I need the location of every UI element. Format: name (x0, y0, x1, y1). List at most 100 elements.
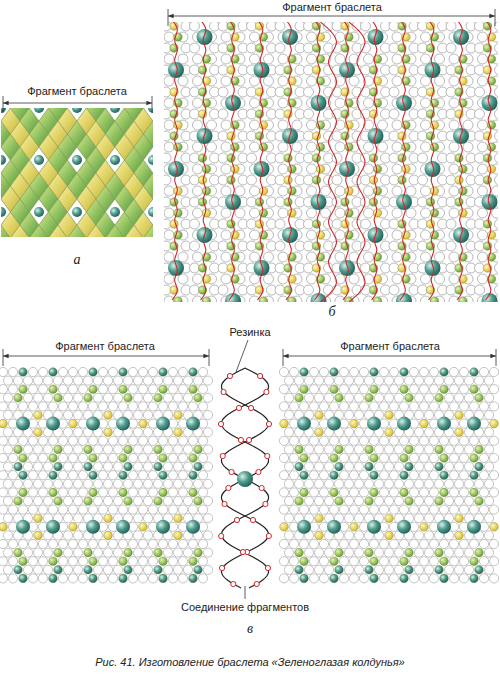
colored-bead (455, 428, 464, 437)
white-bead (409, 453, 418, 462)
white-bead (444, 445, 453, 454)
white-bead (78, 488, 87, 497)
white-bead (138, 574, 147, 583)
white-bead (484, 393, 493, 402)
white-bead (73, 462, 82, 471)
colored-bead (194, 445, 203, 454)
white-bead (63, 376, 72, 385)
white-bead (344, 531, 353, 540)
white-bead (479, 367, 488, 376)
white-bead (449, 54, 459, 64)
white-bead (459, 488, 468, 497)
white-bead (73, 496, 82, 505)
large-bead (110, 155, 120, 165)
white-bead (3, 428, 12, 437)
white-bead (389, 109, 399, 119)
white-bead (344, 514, 353, 523)
white-bead (374, 548, 383, 557)
white-bead (48, 402, 57, 411)
white-bead (168, 539, 177, 548)
colored-bead (119, 471, 128, 480)
white-bead (73, 428, 82, 437)
colored-bead (174, 187, 182, 195)
white-bead (178, 471, 187, 480)
colored-bead (194, 566, 203, 575)
white-bead (475, 87, 485, 97)
colored-bead (170, 198, 178, 206)
white-bead (307, 252, 317, 262)
white-bead (459, 505, 468, 514)
white-bead (324, 548, 333, 557)
white-bead (421, 32, 431, 42)
white-bead (28, 453, 37, 462)
white-bead (332, 87, 342, 97)
colored-bead (34, 514, 43, 523)
white-bead (38, 505, 47, 514)
white-bead (304, 65, 314, 75)
white-bead (374, 393, 383, 402)
white-bead (203, 410, 212, 419)
white-bead (221, 252, 231, 262)
white-bead (329, 436, 338, 445)
colored-bead (300, 488, 309, 497)
white-bead (389, 263, 399, 273)
colored-bead (288, 187, 296, 195)
white-bead (464, 548, 473, 557)
white-bead (218, 153, 228, 163)
white-bead (63, 445, 72, 454)
white-bead (289, 367, 298, 376)
white-bead (414, 479, 423, 488)
large-bead (282, 29, 298, 45)
white-bead (484, 548, 493, 557)
white-bead (446, 22, 456, 31)
white-bead (424, 462, 433, 471)
white-bead (78, 367, 87, 376)
colored-bead (189, 488, 198, 497)
white-bead (193, 76, 203, 86)
white-bead (414, 393, 423, 402)
white-bead (193, 479, 202, 488)
colored-bead (104, 531, 113, 540)
colored-bead (435, 394, 444, 403)
colored-bead (159, 385, 168, 394)
white-bead (304, 131, 314, 141)
colored-bead (14, 445, 23, 454)
white-bead (421, 98, 431, 108)
white-bead (394, 496, 403, 505)
colored-bead (194, 394, 203, 403)
white-bead (63, 393, 72, 402)
white-bead (392, 32, 402, 42)
white-bead (250, 76, 260, 86)
white-bead (0, 385, 8, 394)
white-bead (304, 462, 313, 471)
colored-bead (0, 419, 7, 428)
white-bead (178, 252, 188, 262)
white-bead (284, 410, 293, 419)
white-bead (128, 385, 137, 394)
white-bead (392, 54, 402, 64)
colored-bead (227, 176, 235, 184)
white-bead (314, 393, 323, 402)
white-bead (444, 479, 453, 488)
white-bead (278, 120, 288, 130)
colored-bead (288, 165, 296, 173)
white-bead (421, 186, 431, 196)
white-bead (429, 505, 438, 514)
white-bead (459, 557, 468, 566)
white-bead (379, 402, 388, 411)
colored-bead (89, 557, 98, 566)
white-bead (349, 385, 358, 394)
white-bead (374, 496, 383, 505)
white-bead (43, 565, 52, 574)
white-bead (53, 479, 62, 488)
white-bead (389, 574, 398, 583)
white-bead (18, 436, 27, 445)
white-bead (164, 76, 174, 86)
white-bead (28, 367, 37, 376)
white-bead (158, 539, 167, 548)
white-bead (304, 376, 313, 385)
white-bead (495, 219, 499, 229)
colored-bead (124, 445, 133, 454)
colored-bead (330, 385, 339, 394)
thread (372, 22, 377, 300)
